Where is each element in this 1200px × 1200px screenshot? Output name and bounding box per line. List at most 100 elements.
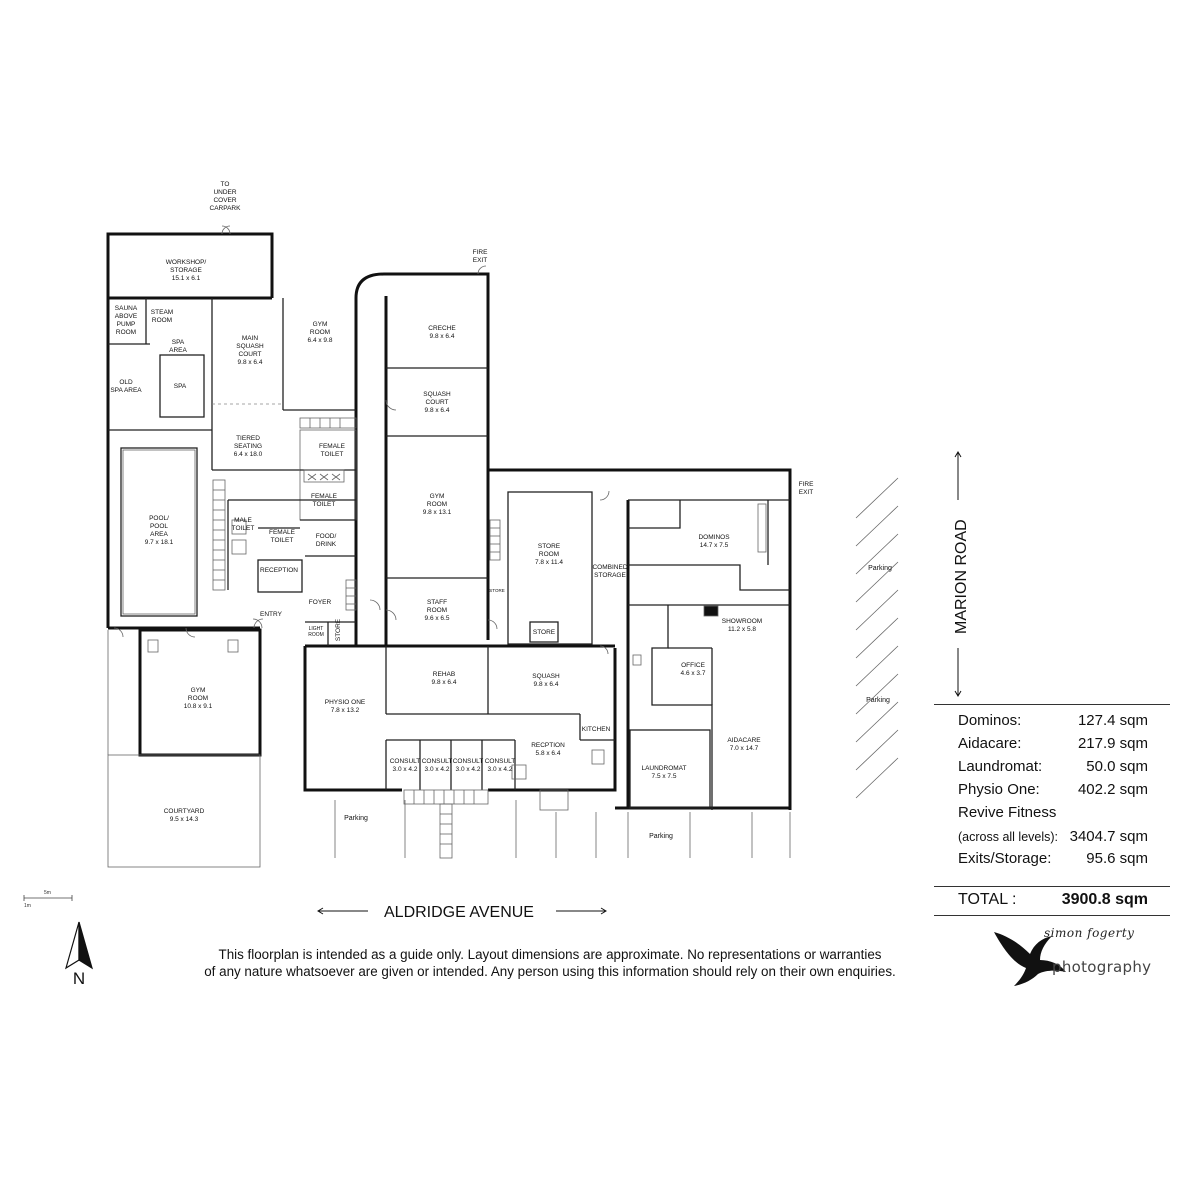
svg-text:9.8 x 6.4: 9.8 x 6.4 <box>425 407 450 414</box>
svg-text:9.5 x 14.3: 9.5 x 14.3 <box>170 816 199 823</box>
room-light: LIGHT ROOM <box>308 626 324 638</box>
room-squash-court: SQUASH COURT 9.8 x 6.4 <box>423 391 451 414</box>
svg-text:LIGHT: LIGHT <box>309 626 324 632</box>
doors <box>113 225 610 655</box>
svg-text:9.8 x 6.4: 9.8 x 6.4 <box>534 681 559 688</box>
carpark-label: TO UNDER COVER CARPARK <box>210 181 242 212</box>
area-schedule: Dominos: 127.4 sqm Aidacare: 217.9 sqm L… <box>934 704 1170 916</box>
room-female-toilet-1: FEMALE TOILET <box>319 443 346 458</box>
street-marion: MARION ROAD <box>953 519 970 634</box>
svg-text:CONSULT: CONSULT <box>422 758 453 765</box>
svg-text:ROOM: ROOM <box>427 607 447 614</box>
area-row-revive: (across all levels): 3404.7 sqm <box>958 828 1148 845</box>
svg-text:3.0 x 4.2: 3.0 x 4.2 <box>425 766 450 773</box>
svg-text:14.7 x 7.5: 14.7 x 7.5 <box>700 542 729 549</box>
street-aldridge: ALDRIDGE AVENUE <box>384 904 534 921</box>
svg-text:TOILET: TOILET <box>232 525 255 532</box>
svg-text:7.8 x 13.2: 7.8 x 13.2 <box>331 707 360 714</box>
room-consult-4: CONSULT 3.0 x 4.2 <box>485 758 516 773</box>
room-rehab: REHAB 9.8 x 6.4 <box>432 671 457 686</box>
scale-bar: 5m 1m <box>23 890 73 909</box>
svg-text:SHOWROOM: SHOWROOM <box>722 618 762 625</box>
disclaimer-line-1: This floorplan is intended as a guide on… <box>218 947 882 962</box>
room-staff: STAFF ROOM 9.6 x 6.5 <box>425 599 450 622</box>
room-creche: CRECHE 9.8 x 6.4 <box>428 325 456 340</box>
room-pool: POOL/ POOL AREA 9.7 x 18.1 <box>145 515 174 546</box>
svg-text:AIDACARE: AIDACARE <box>727 737 761 744</box>
svg-text:ABOVE: ABOVE <box>115 313 138 320</box>
logo-word-text: photography <box>1052 958 1152 976</box>
svg-text:4.6 x 3.7: 4.6 x 3.7 <box>681 670 706 677</box>
svg-text:FIRE: FIRE <box>799 481 814 488</box>
svg-text:FEMALE: FEMALE <box>311 493 338 500</box>
svg-text:SQUASH: SQUASH <box>236 343 264 350</box>
svg-text:FOOD/: FOOD/ <box>316 533 337 540</box>
svg-text:ROOM: ROOM <box>308 632 324 638</box>
north-arrow-icon: N <box>65 921 93 988</box>
svg-text:1m: 1m <box>24 903 31 909</box>
svg-text:PUMP: PUMP <box>117 321 136 328</box>
svg-text:DOMINOS: DOMINOS <box>698 534 730 541</box>
svg-text:FEMALE: FEMALE <box>319 443 346 450</box>
room-physio-one: PHYSIO ONE 7.8 x 13.2 <box>325 699 366 714</box>
svg-text:6.4 x 18.0: 6.4 x 18.0 <box>234 451 263 458</box>
room-dominos: DOMINOS 14.7 x 7.5 <box>698 534 730 549</box>
svg-text:COVER: COVER <box>213 197 236 204</box>
table-bottom-rule <box>934 915 1170 916</box>
svg-text:COMBINED: COMBINED <box>592 564 627 571</box>
svg-text:WORKSHOP/: WORKSHOP/ <box>166 259 207 266</box>
svg-text:AREA: AREA <box>150 531 168 538</box>
table-mid-rule <box>934 886 1170 887</box>
room-courtyard: COURTYARD 9.5 x 14.3 <box>164 808 205 823</box>
room-combined-storage: COMBINED STORAGE <box>592 564 627 579</box>
svg-text:COURTYARD: COURTYARD <box>164 808 205 815</box>
svg-text:STAFF: STAFF <box>427 599 447 606</box>
room-consult-3: CONSULT 3.0 x 4.2 <box>453 758 484 773</box>
svg-text:SPA: SPA <box>172 339 185 346</box>
svg-text:ROOM: ROOM <box>116 329 136 336</box>
room-consult-2: CONSULT 3.0 x 4.2 <box>422 758 453 773</box>
svg-text:TOILET: TOILET <box>313 501 336 508</box>
exterior-walls <box>106 232 792 810</box>
svg-text:SAUNA: SAUNA <box>115 305 138 312</box>
svg-text:SEATING: SEATING <box>234 443 262 450</box>
parking-right-lower: Parking <box>866 697 890 704</box>
svg-text:9.8 x 13.1: 9.8 x 13.1 <box>423 509 452 516</box>
svg-text:11.2 x 5.8: 11.2 x 5.8 <box>728 626 756 633</box>
room-store-small: STORE <box>335 618 342 641</box>
svg-text:FEMALE: FEMALE <box>269 529 296 536</box>
svg-text:15.1 x 6.1: 15.1 x 6.1 <box>172 275 201 282</box>
fire-exit-top: FIRE EXIT <box>473 249 488 264</box>
room-aidacare: AIDACARE 7.0 x 14.7 <box>727 737 761 752</box>
svg-text:POOL/: POOL/ <box>149 515 169 522</box>
svg-text:ROOM: ROOM <box>427 501 447 508</box>
svg-text:9.8 x 6.4: 9.8 x 6.4 <box>432 679 457 686</box>
table-top-rule <box>934 704 1170 705</box>
svg-text:OLD: OLD <box>119 379 133 386</box>
svg-text:10.8 x 9.1: 10.8 x 9.1 <box>184 703 213 710</box>
room-showroom: SHOWROOM 11.2 x 5.8 <box>722 618 762 633</box>
svg-text:TIERED: TIERED <box>236 435 260 442</box>
area-row-dominos: Dominos: 127.4 sqm <box>958 712 1148 729</box>
svg-text:5m: 5m <box>44 890 51 896</box>
street-arrows <box>317 451 962 915</box>
room-male-toilet: MALE TOILET <box>232 517 255 532</box>
area-row-total: TOTAL : 3900.8 sqm <box>958 891 1148 908</box>
room-store-tiny: STORE <box>489 588 504 593</box>
svg-text:RECPTION: RECPTION <box>531 742 565 749</box>
svg-text:ROOM: ROOM <box>188 695 208 702</box>
svg-text:9.8 x 6.4: 9.8 x 6.4 <box>430 333 455 340</box>
area-row-aidacare: Aidacare: 217.9 sqm <box>958 735 1148 752</box>
room-female-toilet-2: FEMALE TOILET <box>311 493 338 508</box>
svg-text:CONSULT: CONSULT <box>390 758 421 765</box>
room-consult-1: CONSULT 3.0 x 4.2 <box>390 758 421 773</box>
svg-text:SQUASH: SQUASH <box>532 673 560 680</box>
parking-bottom-right: Parking <box>649 833 673 840</box>
svg-text:MAIN: MAIN <box>242 335 259 342</box>
svg-text:3.0 x 4.2: 3.0 x 4.2 <box>393 766 418 773</box>
area-row-revive-name: Revive Fitness <box>958 804 1057 821</box>
logo-script-text: simon fogerty <box>1044 926 1135 940</box>
svg-text:STORAGE: STORAGE <box>594 572 626 579</box>
room-store-room: STORE ROOM 7.8 x 11.4 <box>535 543 563 566</box>
room-tiered: TIERED SEATING 6.4 x 18.0 <box>234 435 263 458</box>
